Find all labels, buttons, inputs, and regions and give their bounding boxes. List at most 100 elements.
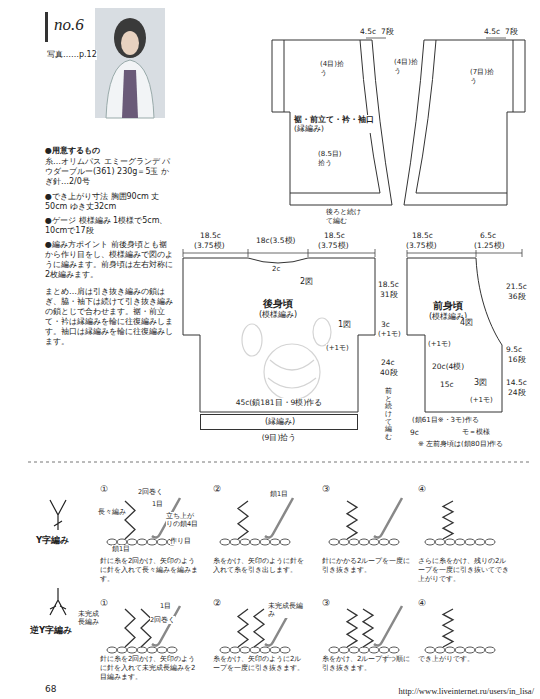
chain-loop <box>220 647 230 653</box>
annotation-label: (+1モ) <box>470 396 493 405</box>
annotation-label: 前と続けて編む <box>385 388 392 442</box>
annotation-label: (+1モ) <box>326 344 349 353</box>
annotation-label: 長々編み <box>98 508 126 516</box>
annotation-label: 針に糸を2回かけ、矢印のように針を入れて長々編みを編みます。 <box>100 557 200 583</box>
stitch-step-drawing <box>329 498 402 545</box>
chain-loop <box>435 539 445 545</box>
annotation-label: ●ゲージ 模様編み 1模様で5cm、10cmで17段 <box>45 216 173 236</box>
annotation-label: 18.5c <box>200 231 221 240</box>
chain-loop <box>240 647 250 653</box>
chain-loop <box>485 647 495 653</box>
title-badge: no.6 <box>45 12 91 42</box>
annotation-label: 14.5c <box>506 378 527 387</box>
piece-label: (縁編み) <box>265 417 295 427</box>
annotation-label: 18c(3.5模) <box>256 236 295 245</box>
outline-path <box>183 258 375 412</box>
chain-loop <box>137 539 147 545</box>
annotation-label: 18.5c <box>324 231 345 240</box>
chain-loop <box>280 647 290 653</box>
stitch-strand <box>443 501 453 539</box>
edging-band: (縁編み) <box>200 414 358 430</box>
stitch-strand <box>363 609 373 647</box>
annotation-label: 未完成長編み <box>78 610 99 626</box>
annotation-label: 6.5c <box>480 231 496 240</box>
face <box>121 31 139 55</box>
annotation-label: でき上がりです。 <box>418 655 513 664</box>
annotation-label: 2回巻く <box>150 616 175 624</box>
annotation-label: (4目)拾う <box>320 60 344 78</box>
chain-loop <box>359 647 369 653</box>
cardigan <box>106 60 154 118</box>
chain-loop <box>349 647 359 653</box>
piece-label: 前身頃 <box>429 300 467 312</box>
stitch-strand <box>347 501 357 539</box>
annotation-label: ●編み方ポイント 前後身頃とも裾から作り目をし、模様編みで図のように編みます。前… <box>45 240 173 280</box>
crochet-hook <box>374 498 402 538</box>
stitch-strand <box>125 609 135 647</box>
stitch-step-drawing <box>220 498 293 545</box>
annotation-label: まとめ…肩は引き抜き編みの鎖はぎ、脇・袖下は続けて引き抜き編みの鎖とじで合わせま… <box>45 287 173 347</box>
annotation-label: (9目)拾う <box>262 433 297 442</box>
chain-loop <box>475 647 485 653</box>
annotation-label: 21.5c <box>506 282 527 291</box>
annotation-label: 3c <box>381 320 390 329</box>
annotation-label: (3.75模) <box>194 241 225 250</box>
annotation-label: ② <box>213 598 221 609</box>
annotation-label: モ＝模様 <box>462 428 490 437</box>
piece-label: (縁編み) <box>294 124 374 133</box>
annotation-label: ② <box>213 484 221 495</box>
chain-loop <box>147 539 157 545</box>
annotation-label: (4目)拾う <box>394 58 418 76</box>
annotation-label: (3.75模) <box>318 241 349 250</box>
annotation-label: 針にかかる2ループを一度に引き抜きます。 <box>322 557 412 575</box>
piece-label: 後身頃 <box>259 298 297 310</box>
annotation-label: ●用意するもの <box>45 146 100 156</box>
cactus <box>242 324 262 356</box>
annotation-label: 糸をかけ、矢印のように針を入れて糸を引き出します。 <box>213 557 308 575</box>
annotation-label: 1目 <box>160 602 171 610</box>
stitch-step-drawing <box>425 609 495 653</box>
chain-loop <box>117 647 127 653</box>
chain-loop <box>137 647 147 653</box>
annotation-label: (+1モ) <box>428 340 451 349</box>
back-body-piece: 後身頃(模様編み) <box>183 258 376 413</box>
annotation-label: 31段 <box>380 290 398 299</box>
node-text: 後身頃(模様編み) <box>259 298 297 320</box>
annotation-label: ③ <box>322 484 330 495</box>
annotation-label: 15c <box>440 380 454 389</box>
annotation-label: 4.5c <box>484 27 500 36</box>
chain-loop <box>270 539 280 545</box>
chain-loop <box>445 539 455 545</box>
chain-loop <box>389 539 399 545</box>
annotation-label: 2図 <box>300 277 313 287</box>
node-text: (縁編み) <box>265 417 295 427</box>
stitch-strand <box>347 609 357 647</box>
annotation-label: ① <box>100 484 108 495</box>
annotation-label: 後ろと続けて編む <box>326 208 366 226</box>
annotation-label: 36段 <box>508 292 526 301</box>
annotation-label: 逆Y字編み <box>30 625 72 636</box>
annotation-label: (3.75模) <box>406 241 437 250</box>
chain-loop <box>425 647 435 653</box>
chain-loop <box>240 539 250 545</box>
outline-path <box>404 40 525 205</box>
annotation-label: (7目)拾う <box>470 68 494 86</box>
outline-path <box>407 258 502 412</box>
chain-loop <box>147 647 157 653</box>
annotation-label: 糸をかけ、2ループずつ順に引き抜きます。 <box>322 655 412 673</box>
piece-label: (模様編み) <box>259 310 297 320</box>
chain-loop <box>250 539 260 545</box>
chain-loop <box>329 647 339 653</box>
crochet-hook <box>152 606 180 646</box>
annotation-label: 18.5c <box>378 280 399 289</box>
chain-loop <box>127 647 137 653</box>
chain-loop <box>329 539 339 545</box>
chain-loop <box>465 539 475 545</box>
annotation-label: ※ 左前身頃は(鎖80目)作る <box>418 440 503 449</box>
annotation-label: 45c(鎖181目・9模)作る <box>236 398 323 407</box>
chain-loop <box>389 647 399 653</box>
y-stitch-symbol <box>50 500 66 530</box>
annotation-label: ① <box>100 598 108 609</box>
stitch-strand <box>443 609 453 647</box>
